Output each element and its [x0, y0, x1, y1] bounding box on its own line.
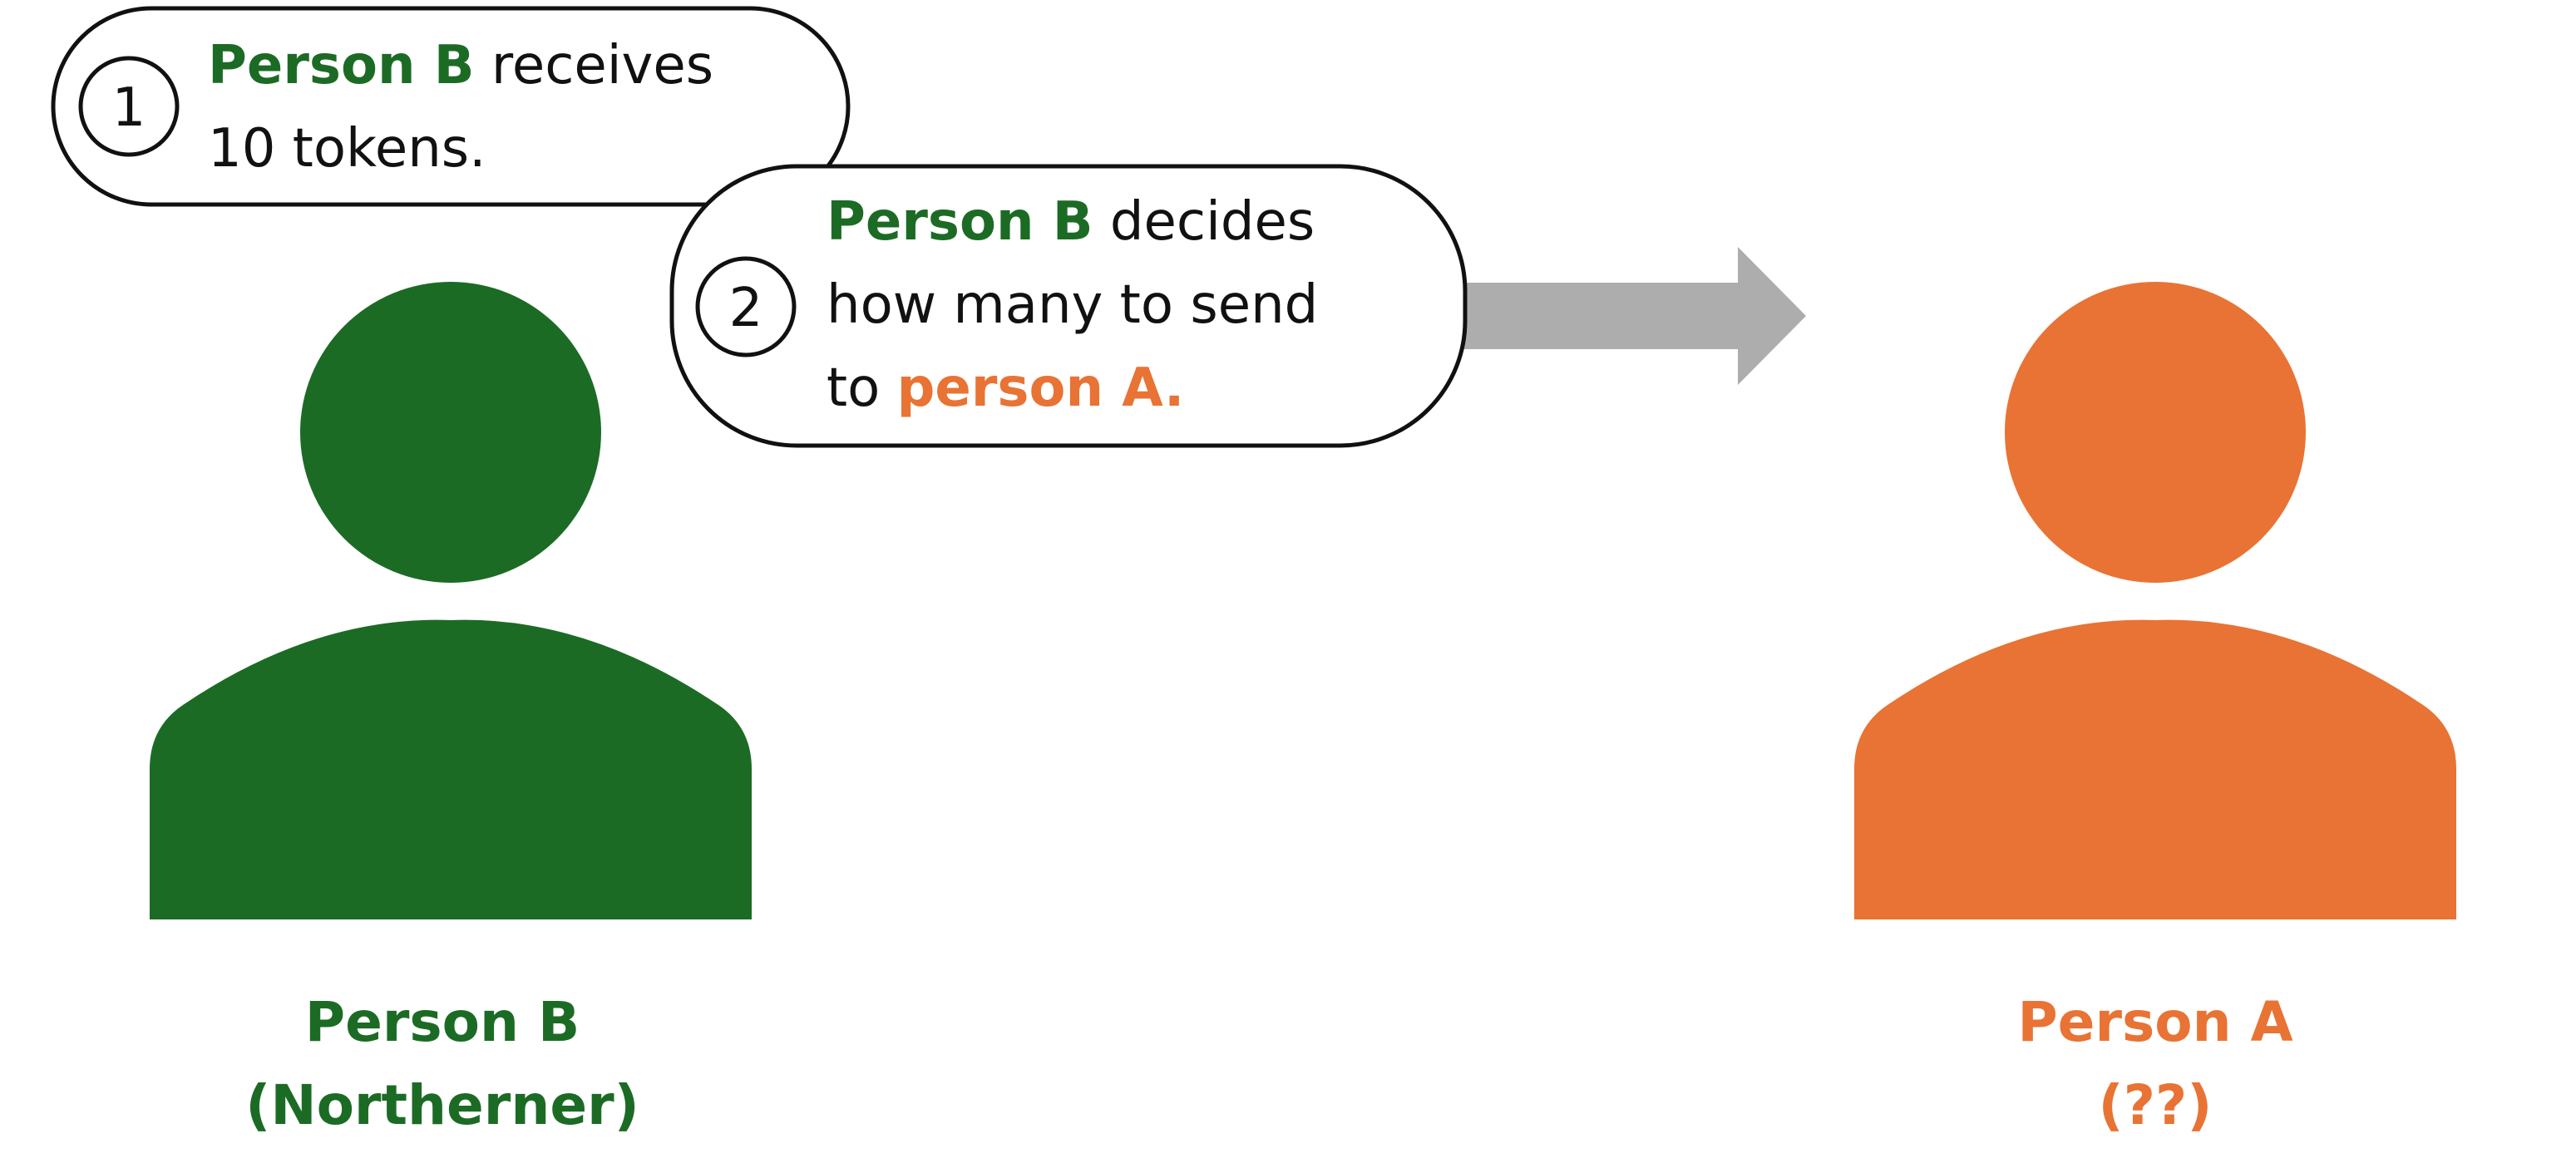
step-1-line-1-rest: receives [475, 35, 714, 96]
step-2-bubble: 2 Person B decides how many to send to p… [669, 164, 1468, 448]
person-b-icon [150, 282, 752, 919]
person-a-role: (??) [2099, 1073, 2213, 1137]
step-2-line-1: Person B decides [827, 191, 1315, 253]
step-2-line-3-prefix: to [827, 357, 897, 419]
step-2-line-1-rest: decides [1093, 191, 1315, 253]
step-1-person-b: Person B [208, 35, 475, 96]
step-1-number-circle [78, 56, 180, 157]
step-2-person-a: person A. [897, 357, 1185, 419]
person-a-head [2005, 282, 2306, 583]
right-arrow-icon [1447, 247, 1806, 385]
step-2-number: 2 [729, 278, 763, 339]
step-1-bubble: 1 Person B receives 10 tokens. [51, 6, 851, 207]
step-1-number: 1 [112, 77, 146, 139]
step-2-person-b: Person B [827, 191, 1093, 253]
person-b-name: Person B [305, 990, 580, 1054]
step-1-line-2: 10 tokens. [208, 118, 486, 180]
step-2-line-3: to person A. [827, 357, 1184, 419]
person-a-body [1854, 619, 2456, 919]
person-a-icon [1854, 282, 2456, 919]
person-a-name: Person A [2017, 990, 2292, 1054]
step-2-number-circle [695, 256, 797, 357]
step-1-bubble-frame [51, 6, 851, 207]
step-2-bubble-frame [669, 164, 1468, 448]
person-b-head [300, 282, 601, 583]
step-2-line-2: how many to send [827, 274, 1318, 336]
person-b-role: (Northerner) [245, 1073, 639, 1137]
person-b-body [150, 619, 752, 919]
step-1-line-1: Person B receives [208, 35, 713, 96]
